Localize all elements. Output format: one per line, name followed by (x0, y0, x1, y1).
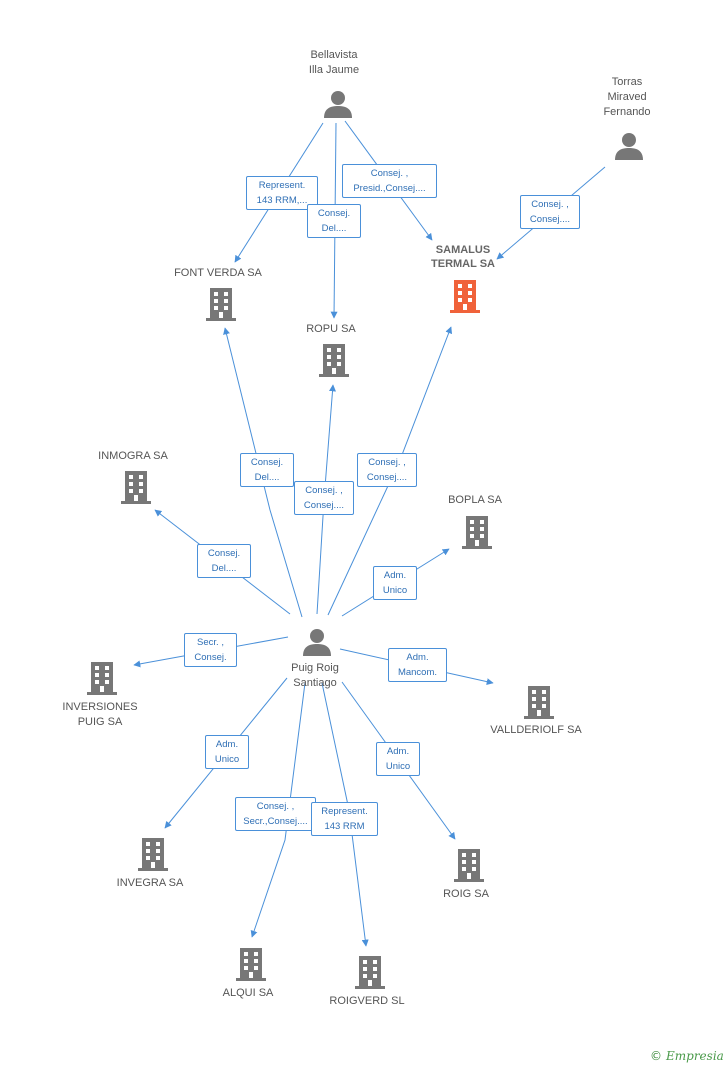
building-icon (450, 280, 480, 313)
edge-label-puig-bopla: Adm. Unico (373, 566, 417, 600)
person-label: Bellavista Illa Jaume (308, 49, 360, 76)
edge-puig-font-verda (223, 327, 303, 618)
brand-watermark: © Empresia (650, 1049, 724, 1063)
company-label: ALQUI SA (222, 987, 274, 999)
building-icon (355, 956, 385, 989)
edge-label-puig-invegra: Adm. Unico (205, 735, 249, 769)
person-label: Puig Roig Santiago (291, 662, 339, 689)
edge-label-bellavista-samalus: Consej. , Presid.,Consej.... (342, 164, 437, 198)
person-icon (324, 91, 352, 118)
building-icon (454, 849, 484, 882)
edge-label-bellavista-ropu: Consej. Del.... (307, 204, 361, 238)
edge-label-puig-roigverd: Represent. 143 RRM (311, 802, 378, 836)
building-icon (524, 686, 554, 719)
edge-label-puig-inversiones: Secr. , Consej. (184, 633, 237, 667)
building-icon (87, 662, 117, 695)
edge-label-puig-ropu: Consej. , Consej.... (294, 481, 354, 515)
edge-label-torras-samalus: Consej. , Consej.... (520, 195, 580, 229)
company-label: SAMALUS TERMAL SA (431, 244, 495, 270)
company-label: VALLDERIOLF SA (490, 724, 582, 736)
company-label: INVERSIONES PUIG SA (62, 701, 138, 728)
company-label: ROPU SA (306, 323, 356, 335)
company-label: FONT VERDA SA (174, 267, 262, 279)
edge-label-puig-samalus: Consej. , Consej.... (357, 453, 417, 487)
company-label: BOPLA SA (448, 494, 502, 506)
edge-label-bellavista-font-verda: Represent. 143 RRM,... (246, 176, 318, 210)
person-label: Torras Miraved Fernando (603, 76, 651, 118)
edge-label-puig-vallderiolf: Adm. Mancom. (388, 648, 447, 682)
building-icon (121, 471, 151, 504)
building-icon (319, 344, 349, 377)
company-label: ROIG SA (443, 888, 489, 900)
edge-label-puig-font-verda: Consej. Del.... (240, 453, 294, 487)
edge-label-puig-inmogra: Consej. Del.... (197, 544, 251, 578)
company-label: ROIGVERD SL (329, 995, 405, 1007)
edge-label-puig-alqui: Consej. , Secr.,Consej.... (235, 797, 316, 831)
person-icon (615, 133, 643, 160)
building-icon (138, 838, 168, 871)
person-icon (303, 629, 331, 656)
copyright-icon: © (650, 1049, 662, 1063)
company-label: INVEGRA SA (116, 877, 184, 889)
brand-name: Empresia (666, 1049, 724, 1063)
edge-label-puig-roig: Adm. Unico (376, 742, 420, 776)
company-label: INMOGRA SA (98, 450, 168, 462)
building-icon (206, 288, 236, 321)
building-icon (236, 948, 266, 981)
building-icon (462, 516, 492, 549)
edge-puig-alqui (250, 682, 306, 938)
